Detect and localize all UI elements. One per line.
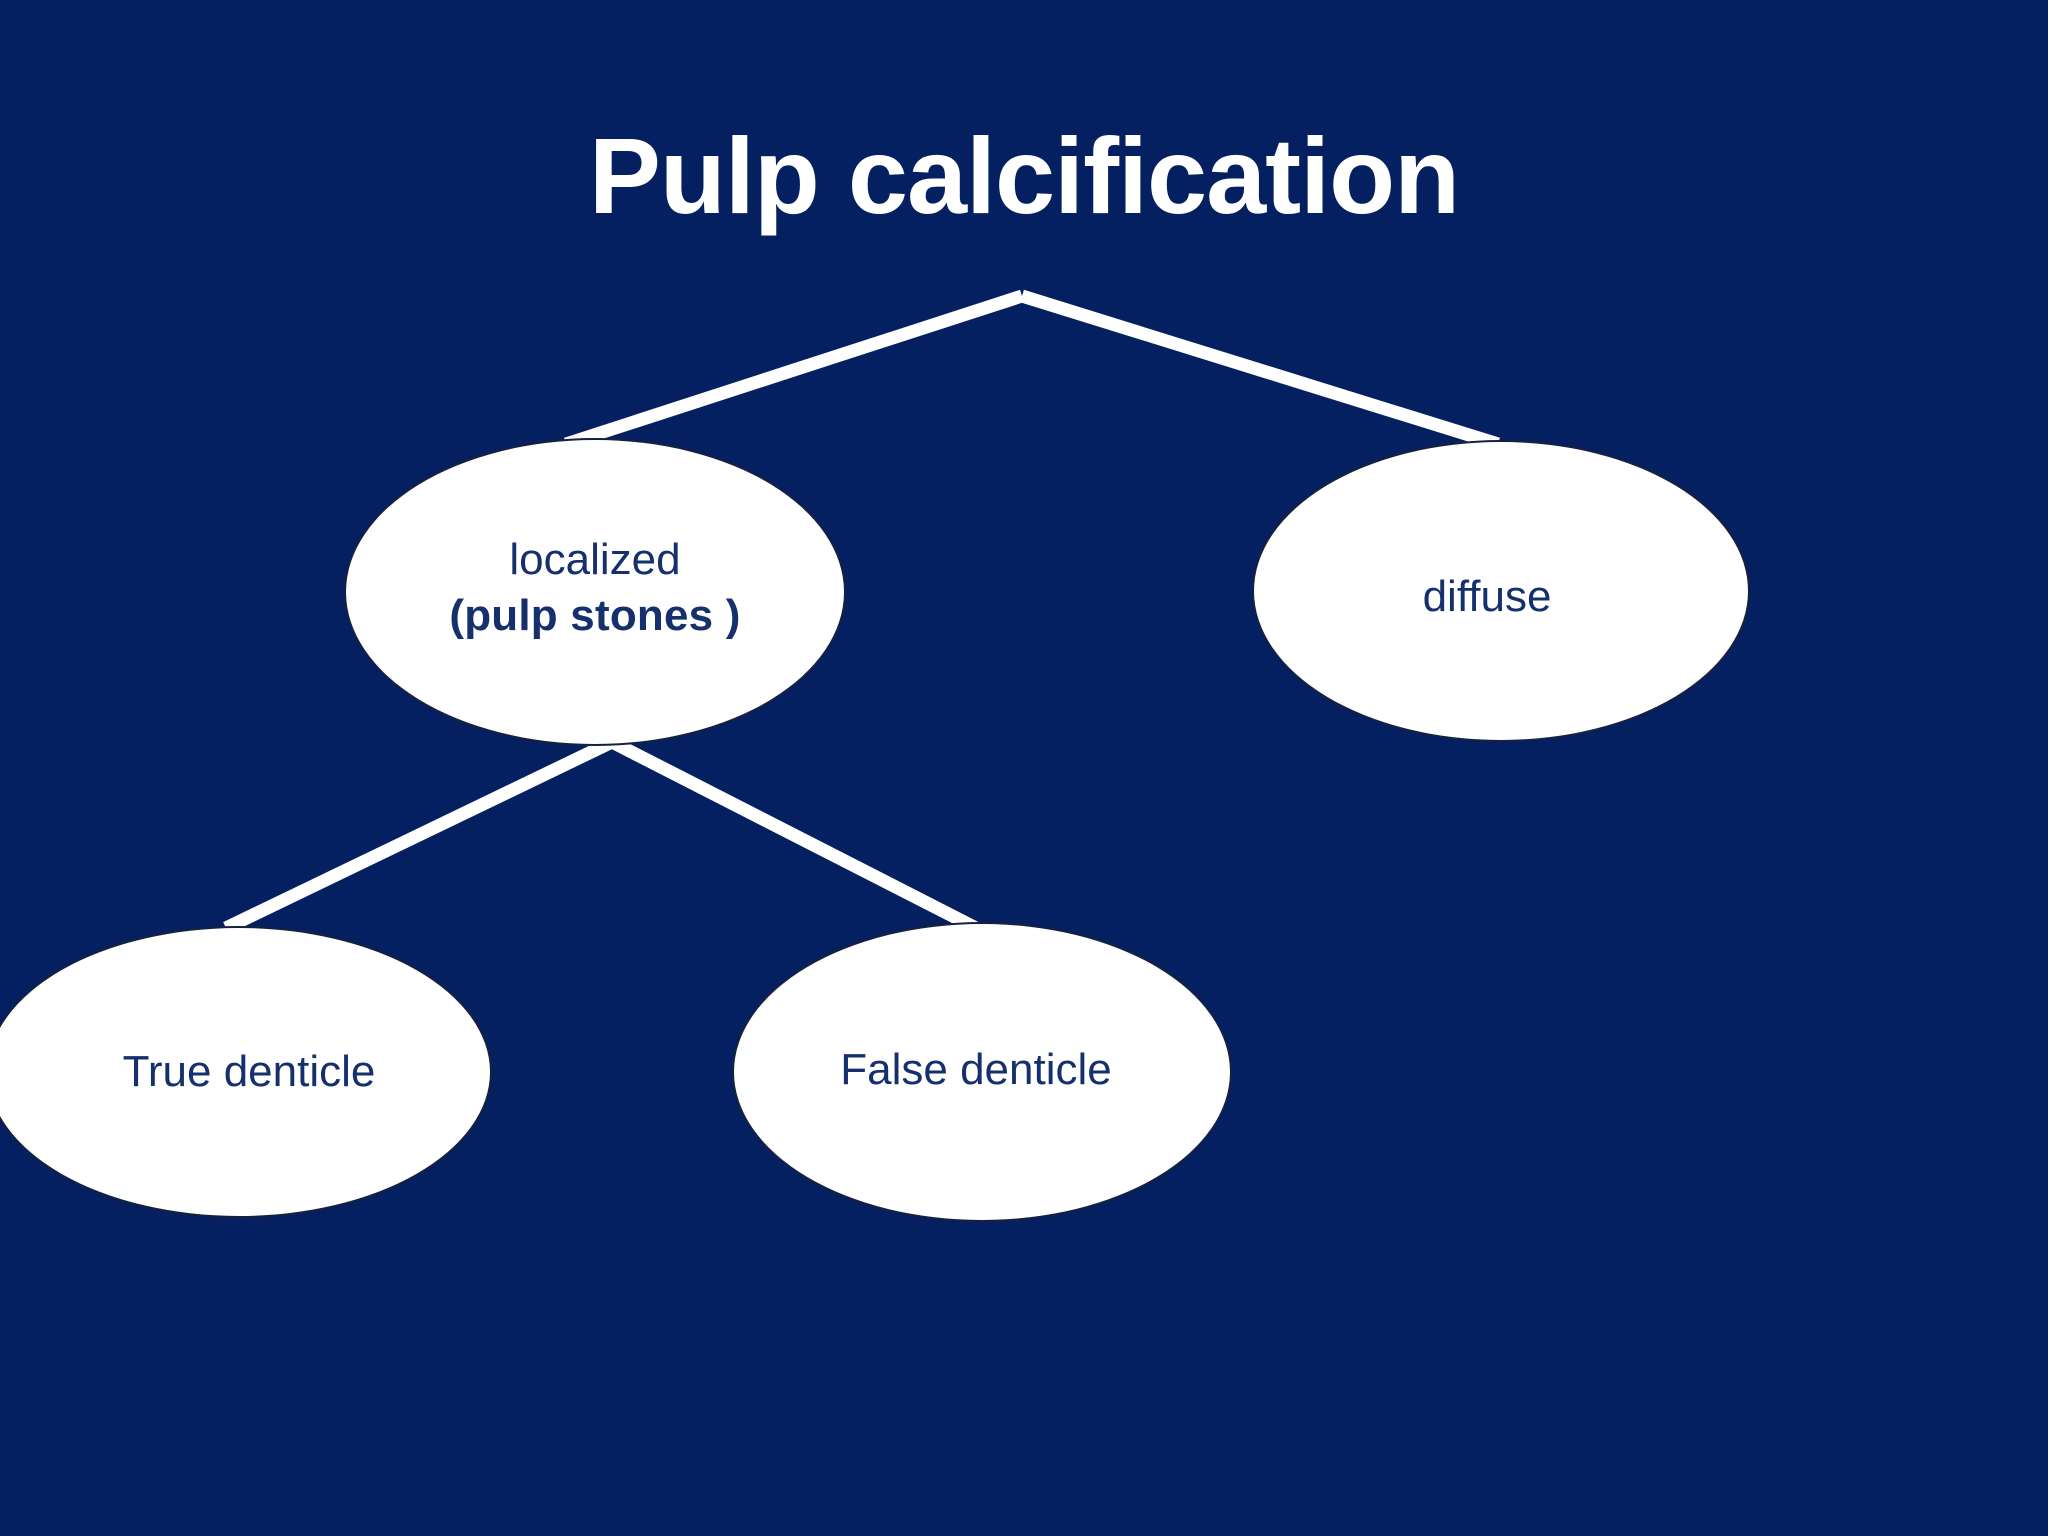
node-true-denticle-text: True denticle xyxy=(89,1044,410,1100)
node-diffuse-label: diffuse xyxy=(1422,571,1552,621)
node-localized-text: localized (pulp stones ) xyxy=(415,532,774,645)
node-diffuse[interactable]: diffuse xyxy=(1252,440,1750,742)
node-localized-line1: localized xyxy=(509,534,681,584)
edge-root-to-localized xyxy=(563,289,1025,451)
node-diffuse-text: diffuse xyxy=(1389,569,1586,625)
node-localized[interactable]: localized (pulp stones ) xyxy=(344,438,846,746)
node-false-denticle[interactable]: False denticle xyxy=(732,922,1232,1222)
edge-localized-to-false-denticle xyxy=(609,736,979,934)
node-true-denticle-label: True denticle xyxy=(122,1046,376,1096)
node-localized-line2: (pulp stones ) xyxy=(449,591,741,640)
node-false-denticle-text: False denticle xyxy=(806,1042,1145,1098)
page-title: Pulp calcification xyxy=(588,115,1460,236)
edge-localized-to-true-denticle xyxy=(223,736,615,934)
edge-root-to-diffuse xyxy=(1020,289,1500,451)
node-true-denticle[interactable]: True denticle xyxy=(0,926,492,1218)
node-false-denticle-label: False denticle xyxy=(840,1044,1112,1094)
